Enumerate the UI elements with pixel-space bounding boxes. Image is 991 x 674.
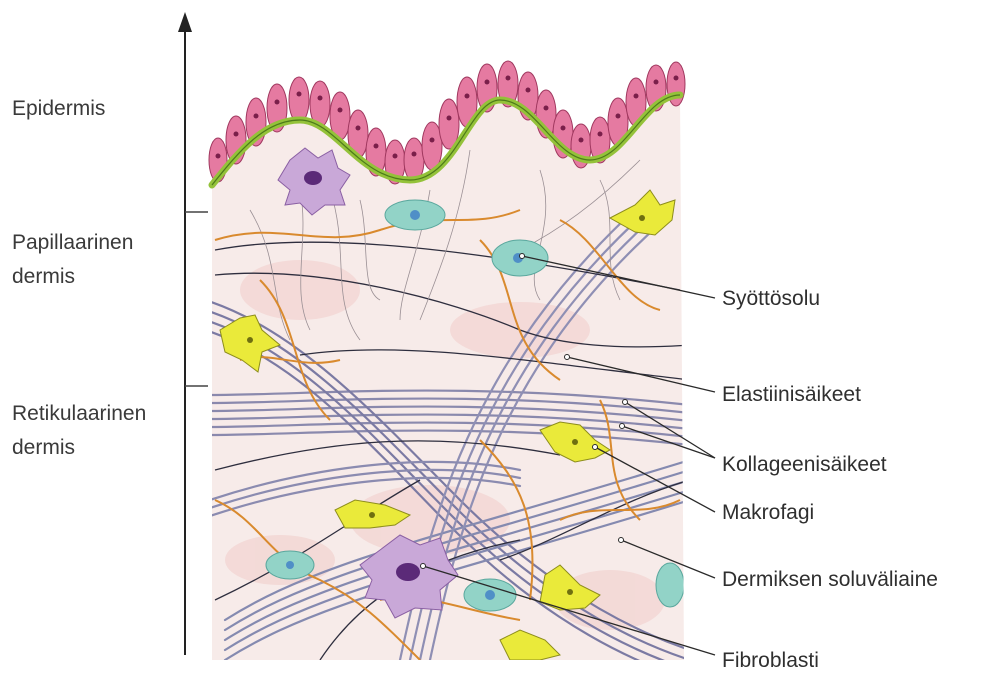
depth-axis <box>178 12 208 655</box>
mast-cell-5 <box>656 563 684 607</box>
callout-label-macrophage: Makrofagi <box>722 500 814 526</box>
tissue-illustration <box>205 61 690 674</box>
arrow-up-icon <box>178 12 192 32</box>
callout-label-ground-substance: Dermiksen soluväliaine <box>722 567 938 593</box>
callout-label-collagen-fibers: Kollageenisäikeet <box>722 452 887 478</box>
callout-label-fibroblast: Fibroblasti <box>722 648 819 674</box>
callout-label-elastic-fibers: Elastiinisäikeet <box>722 382 861 408</box>
layer-label-papillary-dermis: Papillaarinen dermis <box>12 226 133 294</box>
callout-label-mast-cell: Syöttösolu <box>722 286 820 312</box>
layer-label-epidermis: Epidermis <box>12 92 105 126</box>
layer-label-reticular-dermis: Retikulaarinen dermis <box>12 397 146 465</box>
